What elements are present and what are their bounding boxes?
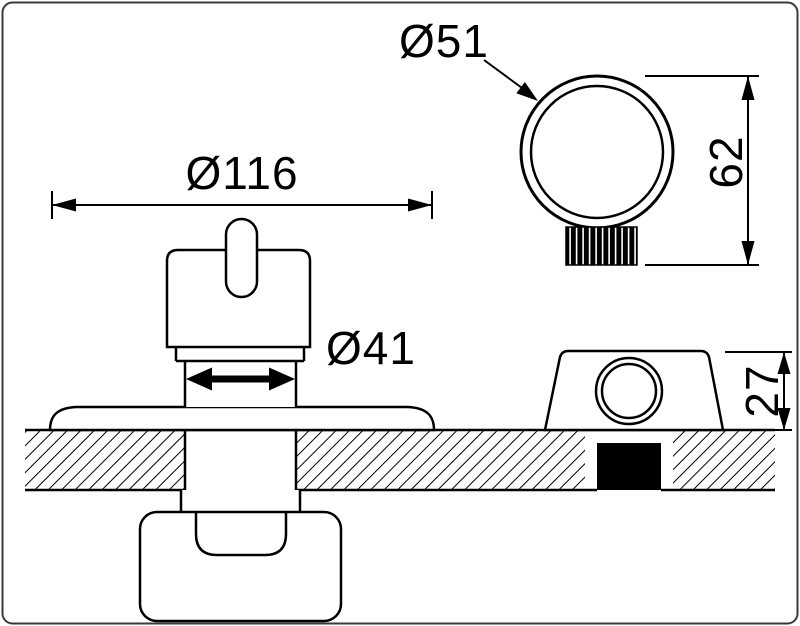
side-thread-block: [597, 443, 661, 490]
side-view: [543, 349, 725, 490]
wall-hatch-middle: [296, 430, 585, 490]
valve-collar: [181, 490, 300, 514]
dim-arrowhead-down: [777, 408, 791, 430]
base-plate: [48, 405, 436, 432]
neck-diameter-arrow-shaft: [209, 375, 272, 383]
dim-handle-height: [645, 75, 759, 266]
handle-lever: [224, 217, 259, 299]
neck-diameter-arrow: [186, 367, 295, 391]
dim-arrowhead-left: [52, 198, 76, 212]
flange-band-fill: [176, 347, 304, 361]
front-view: [48, 217, 436, 623]
dim-label-handle-height: 62: [700, 135, 752, 188]
wall-cross-section: [25, 428, 775, 492]
ring-leader-line: [483, 59, 523, 89]
valve-body: [165, 248, 312, 349]
dim-label-neck-diameter: Ø41: [326, 322, 416, 374]
valve-inner-cup: [194, 513, 288, 557]
valve-housing: [138, 510, 343, 623]
side-inner-circle: [600, 362, 658, 420]
neck-diameter-arrowhead-right: [269, 367, 295, 391]
dim-arrowhead-up: [777, 352, 791, 374]
ring-inner-circle: [529, 84, 665, 220]
neck-diameter-arrowhead-left: [186, 367, 212, 391]
handle-ring-view: [483, 59, 675, 266]
dim-label-escutcheon-height: 27: [736, 364, 788, 417]
side-outer-circle: [594, 356, 664, 426]
dim-escutcheon-height: [725, 351, 792, 431]
dim-label-ring-diameter: Ø51: [399, 15, 489, 67]
dim-arrowhead-right: [408, 198, 432, 212]
ring-leader-arrowhead: [516, 82, 538, 101]
wall-hatch-right: [673, 430, 775, 490]
dim-arrowhead-down: [741, 241, 755, 265]
dim-arrowhead-up: [741, 76, 755, 100]
dim-label-plate-diameter: Ø116: [185, 147, 298, 199]
wall-hatch-left: [25, 430, 185, 490]
thread-block: [565, 226, 638, 266]
dim-plate-diameter: [51, 191, 433, 219]
escutcheon-profile: [543, 349, 725, 432]
